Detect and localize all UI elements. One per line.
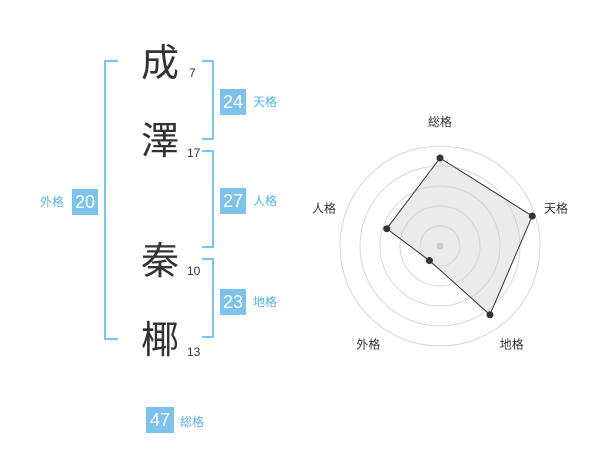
chikaku-label: 地格 <box>253 295 278 309</box>
radar-ring-3 <box>379 185 501 307</box>
soukaku-score: 47 <box>146 407 174 433</box>
radar-ring-2 <box>399 205 481 287</box>
radar-center-dot <box>436 242 444 250</box>
gaikaku-label: 外格 <box>40 195 65 209</box>
radar-axis-label-3: 外格 <box>356 337 380 352</box>
stroke-count-2: 17 <box>187 146 201 160</box>
jinkaku-bracket <box>202 150 214 248</box>
radar-ring-4 <box>359 165 521 327</box>
radar-point-3 <box>425 257 433 265</box>
radar-axis-label-1: 天格 <box>544 200 568 215</box>
soukaku-label: 総格 <box>180 415 205 429</box>
radar-point-0 <box>436 154 444 162</box>
radar-point-2 <box>486 311 494 319</box>
stroke-count-3: 10 <box>187 264 201 278</box>
jinkaku-score: 27 <box>220 188 246 214</box>
name-char-2: 澤 <box>141 119 180 163</box>
radar-point-1 <box>528 212 536 220</box>
name-char-1: 成 <box>141 41 180 85</box>
name-char-3: 秦 <box>141 239 180 283</box>
radar-ring-1 <box>419 225 461 267</box>
name-char-4: 椰 <box>141 318 180 362</box>
stroke-count-1: 7 <box>189 66 196 80</box>
gaikaku-bracket <box>104 60 118 340</box>
gaikaku-score: 20 <box>72 189 98 215</box>
tenkaku-bracket <box>202 60 214 140</box>
radar-ring-5 <box>339 145 541 347</box>
radar-axis-label-4: 人格 <box>312 200 336 215</box>
radar-series-area <box>386 157 533 316</box>
radar-axis-label-0: 総格 <box>428 114 452 129</box>
chikaku-score: 23 <box>220 289 246 315</box>
jinkaku-label: 人格 <box>253 194 278 208</box>
chikaku-bracket <box>202 258 214 338</box>
tenkaku-label: 天格 <box>253 95 278 109</box>
radar-axis-label-2: 地格 <box>500 337 524 352</box>
stroke-count-4: 13 <box>187 345 201 359</box>
radar-point-4 <box>383 225 391 233</box>
tenkaku-score: 24 <box>220 89 246 115</box>
